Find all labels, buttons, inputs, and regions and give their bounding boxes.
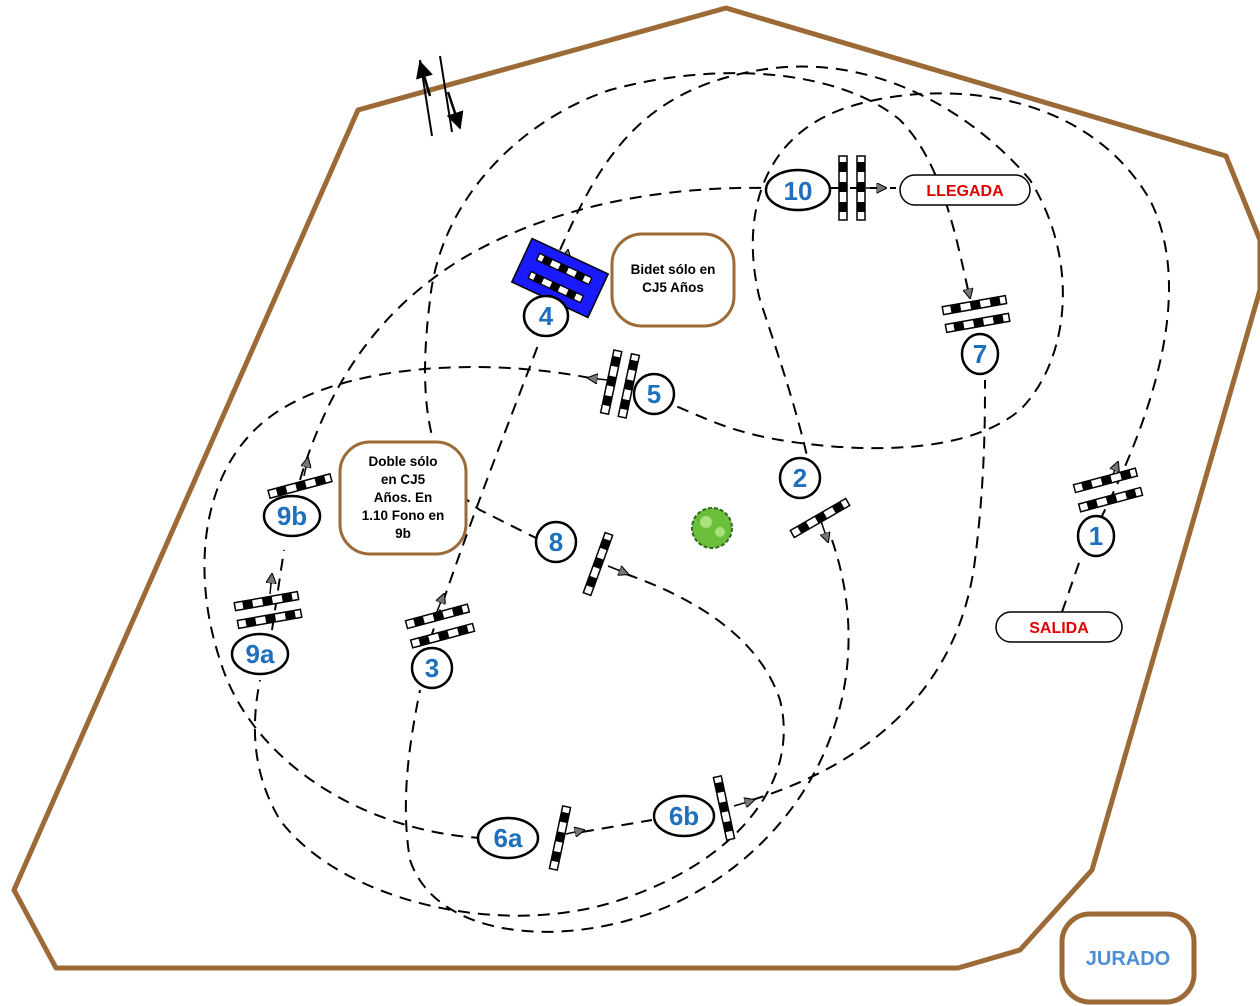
svg-text:1.10 Fono en: 1.10 Fono en: [362, 508, 445, 523]
start-badge: SALIDA: [995, 611, 1123, 643]
label-2: 2: [778, 456, 822, 500]
svg-text:4: 4: [539, 301, 554, 331]
label-5: 5: [632, 372, 676, 416]
label-10: 10: [764, 168, 832, 212]
svg-text:3: 3: [425, 653, 439, 683]
jump-9a: [233, 590, 303, 630]
label-9b: 9b: [262, 494, 322, 538]
svg-text:1: 1: [1089, 521, 1103, 551]
svg-text:en CJ5: en CJ5: [381, 472, 426, 487]
svg-text:10: 10: [784, 176, 813, 206]
label-4: 4: [522, 294, 570, 338]
jump-2: [789, 497, 851, 539]
jump-6a: [548, 805, 572, 871]
jump-1: [1072, 467, 1144, 513]
jump-8: [582, 531, 614, 597]
jump-5: [599, 349, 641, 419]
svg-text:SALIDA: SALIDA: [1029, 620, 1089, 637]
label-6b: 6b: [652, 794, 716, 838]
svg-text:Bidet sólo en: Bidet sólo en: [631, 262, 716, 277]
svg-text:7: 7: [973, 339, 987, 369]
label-6a: 6a: [476, 816, 540, 860]
svg-text:LLEGADA: LLEGADA: [926, 183, 1004, 200]
tree-icon: [691, 507, 733, 549]
label-3: 3: [410, 646, 454, 690]
svg-text:Años. En: Años. En: [374, 490, 433, 505]
arena-border: [11, 5, 1260, 971]
svg-text:CJ5 Años: CJ5 Años: [642, 280, 704, 295]
label-8: 8: [534, 520, 578, 564]
svg-text:5: 5: [647, 379, 661, 409]
label-7: 7: [960, 332, 1000, 376]
entrance-gate: [416, 55, 464, 137]
jump-6b: [712, 775, 736, 841]
label-9a: 9a: [230, 632, 290, 676]
label-1: 1: [1076, 514, 1116, 558]
finish-badge: LLEGADA: [899, 174, 1031, 206]
note-double: Doble sólo en CJ5 Años. En 1.10 Fono en …: [338, 440, 468, 556]
jump-3: [404, 603, 476, 649]
svg-text:6a: 6a: [494, 823, 523, 853]
svg-text:JURADO: JURADO: [1086, 948, 1170, 970]
note-bidet: Bidet sólo en CJ5 Años: [610, 232, 736, 328]
svg-text:9b: 9b: [395, 526, 411, 541]
jump-7: [941, 294, 1011, 334]
svg-text:6b: 6b: [669, 801, 699, 831]
svg-text:2: 2: [793, 463, 807, 493]
svg-text:Doble sólo: Doble sólo: [368, 454, 437, 469]
svg-text:9a: 9a: [246, 639, 275, 669]
jury-box: JURADO: [1059, 911, 1197, 1005]
svg-text:9b: 9b: [277, 501, 307, 531]
svg-text:8: 8: [549, 527, 563, 557]
